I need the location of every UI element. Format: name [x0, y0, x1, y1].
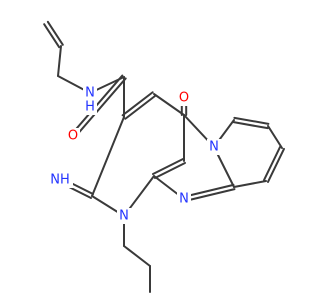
double-bond-line: [232, 121, 269, 130]
single-bond: [91, 116, 125, 197]
bridge-nitrogen-top-symbol: N: [209, 140, 219, 155]
amide-oxygen-label: O: [66, 128, 80, 144]
double-bond-line: [263, 146, 282, 182]
bridge-nitrogen-top-label: N: [207, 139, 221, 155]
imine-nh-label: NH: [47, 172, 73, 188]
double-bond-line: [43, 23, 61, 49]
double-bond-line: [124, 94, 157, 120]
double-bond-line: [46, 20, 64, 46]
amide-hydrogen-symbol: H: [85, 100, 95, 115]
single-bond: [233, 180, 267, 188]
single-bond: [267, 125, 283, 149]
amide-oxygen-symbol: O: [68, 129, 78, 144]
amide-nitrogen-symbol: N: [85, 86, 95, 101]
double-bond-line: [153, 161, 186, 179]
double-bond-line: [183, 188, 236, 203]
bond-layer: [43, 20, 285, 293]
double-bond-line: [121, 91, 154, 117]
molecule-structure-diagram: N H O O N N N NH: [43, 20, 285, 293]
double-bond-line: [266, 147, 285, 183]
single-bond: [123, 245, 151, 267]
single-bond: [57, 45, 62, 77]
bridge-nitrogen-bottom-label: N: [177, 191, 191, 207]
atom-label-layer: N H O O N N N NH: [47, 85, 221, 224]
ring-oxygen-symbol: O: [179, 91, 189, 106]
ring-nitrogen-propyl-symbol: N: [119, 209, 129, 224]
ring-nitrogen-propyl-label: N: [117, 208, 131, 224]
ring-oxygen-label: O: [177, 90, 191, 106]
double-bond-line: [233, 116, 270, 125]
double-bond-line: [73, 77, 127, 139]
imine-nh-symbol: NH: [50, 173, 70, 188]
double-bond-line: [152, 158, 185, 176]
double-bond-line: [182, 183, 235, 198]
amide-nitrogen-label: N H: [83, 85, 97, 115]
bridge-nitrogen-bottom-symbol: N: [179, 192, 189, 207]
single-bond: [153, 93, 185, 116]
